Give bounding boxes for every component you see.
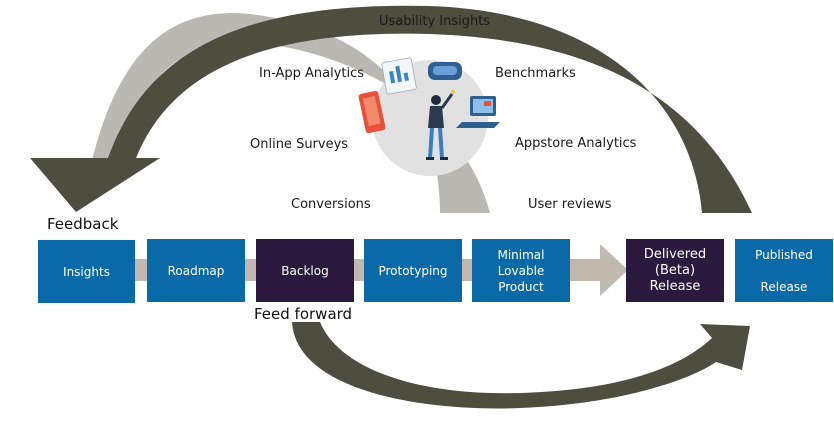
stage-minimal-lovable-product: Minimal Lovable Product xyxy=(472,239,570,302)
label-appstore-analytics: Appstore Analytics xyxy=(515,136,637,151)
feed-forward-arc xyxy=(292,322,750,409)
stage-published-release: Published Release xyxy=(735,239,833,302)
label-user-reviews: User reviews xyxy=(528,197,612,212)
person-with-devices-icon xyxy=(358,57,500,160)
label-online-surveys: Online Surveys xyxy=(250,137,349,152)
stage-roadmap-label: Roadmap xyxy=(167,263,225,278)
label-benchmarks: Benchmarks xyxy=(495,66,576,81)
stage-backlog: Backlog xyxy=(256,239,354,302)
label-feed-forward: Feed forward xyxy=(254,305,353,323)
label-usability-insights: Usability Insights xyxy=(379,14,491,29)
tablet-icon xyxy=(358,90,386,134)
stage-prototyping: Prototyping xyxy=(364,239,462,302)
stage-published-label: Published Release xyxy=(755,247,813,294)
process-bar-arrowhead xyxy=(600,244,628,296)
stage-insights-label: Insights xyxy=(63,264,110,279)
light-feedback-arc xyxy=(55,13,490,214)
stage-delivered-label: Delivered (Beta) Release xyxy=(643,246,707,294)
label-in-app-analytics: In-App Analytics xyxy=(259,66,365,81)
label-conversions: Conversions xyxy=(291,197,371,212)
stage-delivered-beta-release: Delivered (Beta) Release xyxy=(626,239,724,302)
person-figure xyxy=(426,90,455,160)
stage-backlog-label: Backlog xyxy=(281,263,329,278)
vr-headset-icon xyxy=(428,62,462,80)
label-feedback: Feedback xyxy=(47,215,119,233)
laptop-icon xyxy=(456,96,500,128)
stage-insights: Insights xyxy=(38,240,135,303)
stage-prototyping-label: Prototyping xyxy=(378,263,448,278)
dark-feedback-arc xyxy=(30,5,752,213)
chart-card-icon xyxy=(381,57,417,95)
stage-roadmap: Roadmap xyxy=(147,239,245,302)
stage-mlp-label: Minimal Lovable Product xyxy=(497,247,545,294)
